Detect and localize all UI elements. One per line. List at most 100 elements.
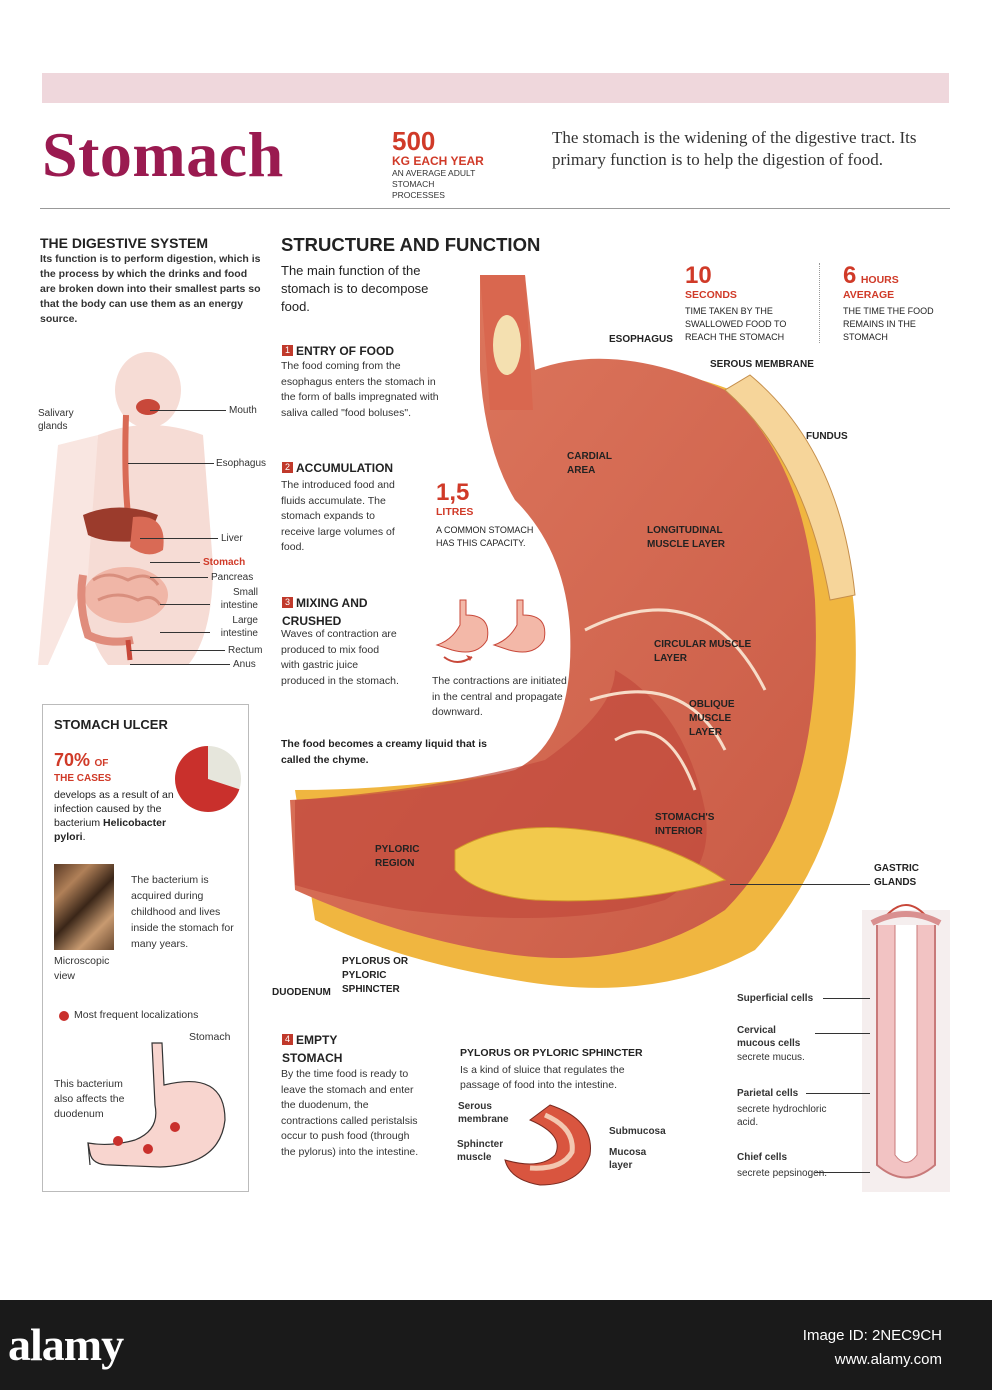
gland-chief-text: secrete pepsinogen. — [737, 1168, 828, 1179]
label-small-intestine: Small intestine — [220, 587, 258, 611]
sphincter-muscle: Sphincter muscle — [457, 1139, 504, 1163]
ulcer-percent-block: 70% OF — [54, 750, 108, 771]
hours-unit: HOURS — [860, 274, 899, 286]
ulcer-text-a: develops as a result of an infection cau… — [54, 789, 174, 829]
ulcer-pie-chart — [175, 746, 241, 812]
step-1-text: The food coming from the esophagus enter… — [281, 360, 439, 419]
step-2-text: The introduced food and fluids accumulat… — [281, 479, 395, 553]
hours-sub: AVERAGE — [843, 289, 895, 301]
capacity-value: 1,5 — [436, 479, 470, 506]
chyme-text-end: . — [365, 754, 369, 766]
step-2-number: 2 — [282, 462, 293, 474]
microscopic-image — [54, 864, 114, 950]
ulcer-site-2 — [113, 1136, 123, 1146]
chyme-text-a: The food becomes a creamy liquid that is… — [281, 738, 487, 766]
chyme-word: chyme — [332, 754, 366, 766]
anat-duodenum: DUODENUM — [272, 987, 331, 998]
label-rectum: Rectum — [228, 645, 263, 656]
legend-dot — [59, 1011, 69, 1021]
anat-cardial: CARDIAL AREA — [567, 451, 612, 476]
sphincter-submucosa: Submucosa — [609, 1126, 666, 1137]
footer-site: www.alamy.com — [834, 1351, 942, 1368]
anat-serous: SEROUS MEMBRANE — [710, 359, 814, 370]
legend-label: Most frequent localizations — [74, 1009, 199, 1021]
contractions-caption: The contractions are initiated in the ce… — [432, 675, 567, 718]
ulcer-bacterium: Helicobacter pylori — [54, 817, 167, 843]
gland-chief-title: Chief cells — [737, 1152, 788, 1163]
food-bolus — [493, 315, 521, 375]
label-large-intestine: Large intestine — [220, 615, 258, 639]
digestive-text: Its function is to perform digestion, wh… — [40, 253, 261, 325]
label-stomach: Stomach — [203, 557, 246, 568]
gland-parietal-title: Parietal cells — [737, 1088, 799, 1099]
label-pancreas: Pancreas — [211, 572, 254, 583]
label-salivary: Salivary glands — [38, 408, 74, 432]
ulcer-of: OF — [94, 758, 109, 769]
sphincter-illustration — [504, 1104, 591, 1186]
step-4-number: 4 — [282, 1034, 293, 1046]
sphincter-mucosa: Mucosa layer — [609, 1147, 647, 1171]
duodenum-text: This bacterium also affects the duodenum — [54, 1078, 125, 1120]
digestive-heading: THE DIGESTIVE SYSTEM — [40, 235, 209, 251]
anat-circular: CIRCULAR MUSCLE LAYER — [654, 639, 752, 664]
footer-bar — [0, 1300, 992, 1390]
pie-slice-70 — [175, 746, 240, 812]
step-4-text: By the time food is ready to leave the s… — [281, 1068, 419, 1158]
hours-caption: THE TIME THE FOOD REMAINS IN THE STOMACH — [843, 306, 934, 342]
step-3-number: 3 — [282, 597, 293, 609]
capacity-unit: LITRES — [436, 506, 474, 518]
intro-text: The stomach is the widening of the diges… — [552, 128, 917, 169]
yearly-stat: 500 KG EACH YEAR AN AVERAGE ADULT STOMAC… — [392, 128, 484, 201]
anat-pylorus: PYLORUS OR PYLORIC SPHINCTER — [342, 956, 409, 995]
yearly-stat-caption: AN AVERAGE ADULT STOMACH PROCESSES — [392, 168, 476, 200]
anat-pyloric-region: PYLORIC REGION — [375, 844, 420, 869]
gland-illustration — [870, 904, 942, 1179]
footer-brand: alamy — [8, 1319, 124, 1370]
ulcer-site-3 — [143, 1144, 153, 1154]
label-liver: Liver — [221, 533, 243, 544]
header-divider — [40, 208, 950, 209]
anat-oblique: OBLIQUE MUSCLE LAYER — [689, 699, 735, 738]
ulcer-percent: 70% — [54, 750, 91, 770]
contraction-illustration — [435, 599, 546, 663]
capacity-stat: 1,5 LITRES A COMMON STOMACH HAS THIS CAP… — [436, 480, 546, 550]
stomach-main-illustration — [290, 275, 856, 988]
gland-cervical-text: secrete mucus. — [737, 1052, 805, 1063]
time-stat: 10 SECONDS TIME TAKEN BY THE SWALLOWED F… — [685, 263, 795, 344]
footer-image-id: Image ID: 2NEC9CH — [802, 1327, 942, 1344]
ulcer-stomach-illustration — [87, 1042, 226, 1168]
top-banner — [42, 73, 949, 103]
ulcer-stomach-label: Stomach — [189, 1031, 231, 1043]
ulcer-cases: THE CASES — [54, 773, 112, 784]
footer-info: Image ID: 2NEC9CH www.alamy.com — [803, 1324, 942, 1372]
stat-divider — [819, 263, 821, 343]
page-title: Stomach — [42, 119, 284, 190]
anat-longitudinal: LONGITUDINAL MUSCLE LAYER — [647, 525, 725, 550]
step-3-label: MIXING AND CRUSHED — [282, 596, 368, 628]
anat-interior: STOMACH'S INTERIOR — [655, 812, 715, 837]
hours-stat: 6 HOURS AVERAGE THE TIME THE FOOD REMAIN… — [843, 263, 943, 344]
gland-cervical-title: Cervical mucous cells — [737, 1025, 801, 1049]
ulcer-heading: STOMACH ULCER — [54, 717, 168, 732]
sphincter-text: Is a kind of sluice that regulates the p… — [460, 1064, 625, 1091]
hours-value: 6 — [843, 262, 857, 289]
yearly-stat-unit: KG EACH YEAR — [392, 154, 484, 168]
label-anus: Anus — [233, 659, 256, 670]
anat-gastric-glands: GASTRIC GLANDS — [874, 863, 919, 888]
micro-caption: Microscopic view — [54, 955, 110, 982]
step-4-label: EMPTY STOMACH — [282, 1033, 343, 1065]
label-esophagus: Esophagus — [216, 458, 267, 469]
step-1-label: ENTRY OF FOOD — [296, 344, 395, 358]
step-3-text: Waves of contraction are produced to mix… — [281, 628, 399, 687]
step-1-number: 1 — [282, 345, 293, 357]
gland-parietal-text: secrete hydrochloric acid. — [737, 1104, 827, 1128]
ulcer-site-1 — [170, 1122, 180, 1132]
anat-esophagus: ESOPHAGUS — [609, 334, 673, 345]
step-2-label: ACCUMULATION — [296, 461, 394, 475]
digestive-body-illustration — [38, 352, 213, 665]
bacterium-text: The bacterium is acquired during childho… — [131, 874, 234, 950]
ulcer-text: develops as a result of an infection cau… — [54, 788, 189, 844]
